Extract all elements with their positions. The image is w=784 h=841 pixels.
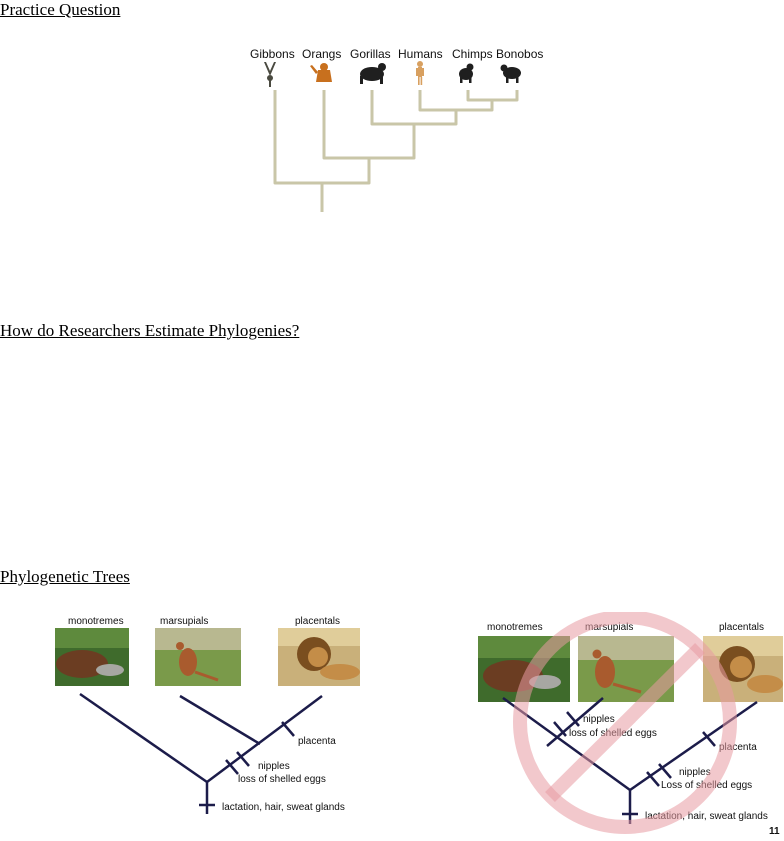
heading-practice-question: Practice Question xyxy=(0,0,121,19)
trait-root: lactation, hair, sweat glands xyxy=(222,802,345,813)
gibbon-icon xyxy=(264,62,276,87)
taxon-marsupials-right: marsupials xyxy=(585,622,633,633)
mammal-tree-right: monotremes marsupials placentals nippl xyxy=(478,612,783,837)
taxon-orangs: Orangs xyxy=(302,47,341,61)
heading-phylogenetic-trees: Phylogenetic Trees xyxy=(0,567,130,586)
taxon-bonobos: Bonobos xyxy=(496,47,543,61)
taxon-placentals: placentals xyxy=(295,616,340,627)
trait-nipples-right-2: nipples xyxy=(679,767,711,778)
human-icon xyxy=(416,61,424,85)
trait-loss-of-shelled-eggs: loss of shelled eggs xyxy=(238,774,326,785)
trait-placenta: placenta xyxy=(298,736,336,747)
mammal-tree-left: monotremes marsupials placentals plac xyxy=(55,616,360,814)
taxon-chimps: Chimps xyxy=(452,47,493,61)
trait-placenta-right: placenta xyxy=(719,742,757,753)
platypus-photo xyxy=(55,628,129,686)
taxon-humans: Humans xyxy=(398,47,443,61)
taxon-marsupials: marsupials xyxy=(160,616,208,627)
gorilla-icon xyxy=(360,63,386,84)
taxon-gibbons: Gibbons xyxy=(250,47,295,61)
primate-tree: Gibbons Orangs Gorillas Humans Chimps Bo… xyxy=(250,47,543,212)
kangaroo-photo xyxy=(155,628,241,686)
orangutan-icon xyxy=(310,63,332,82)
primate-branches xyxy=(273,90,519,212)
taxon-gorillas: Gorillas xyxy=(350,47,391,61)
taxon-placentals-right: placentals xyxy=(719,622,764,633)
taxon-monotremes-right: monotremes xyxy=(487,622,543,633)
trait-root-right: lactation, hair, sweat glands xyxy=(645,811,768,822)
mammal-branches-left xyxy=(79,692,323,814)
heading-estimate-phylogenies: How do Researchers Estimate Phylogenies? xyxy=(0,321,300,340)
slide-number: 11 xyxy=(769,826,780,837)
prohibition-icon xyxy=(513,612,737,834)
bonobo-icon xyxy=(500,64,521,83)
trait-nipples: nipples xyxy=(258,761,290,772)
lion-photo xyxy=(278,628,360,686)
trait-nipples-right: nipples xyxy=(583,714,615,725)
chimp-icon xyxy=(459,63,474,83)
taxon-monotremes: monotremes xyxy=(68,616,124,627)
